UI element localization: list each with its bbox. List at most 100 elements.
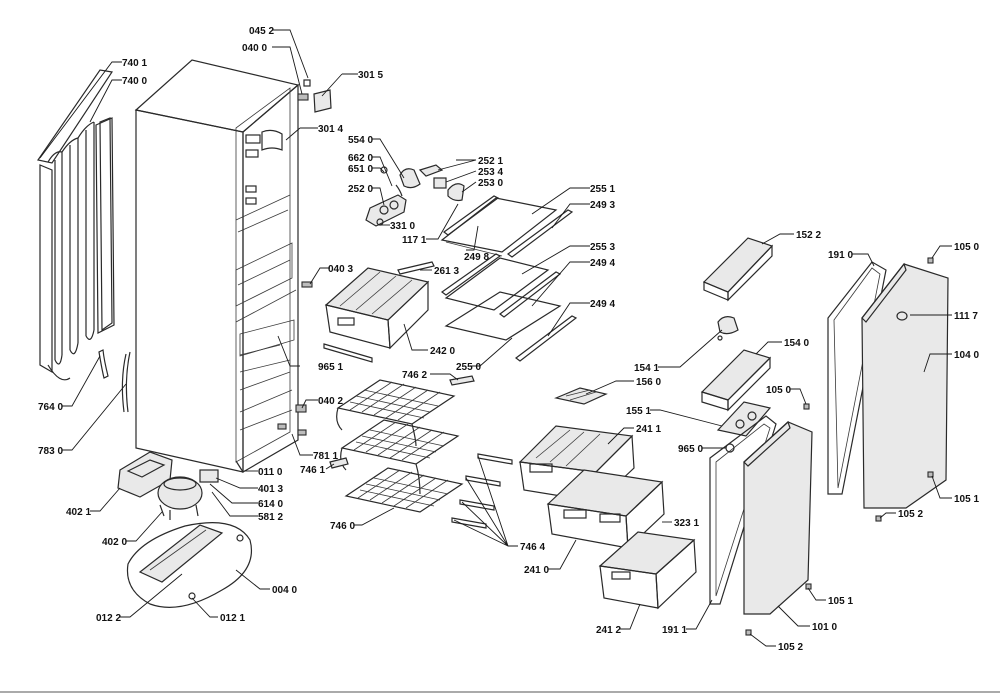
callout-1541: 154 1 — [634, 363, 659, 374]
compressor-4020 — [157, 476, 203, 520]
callout-2420: 242 0 — [430, 346, 455, 357]
hinge-middle — [295, 404, 307, 413]
callout-2553: 255 3 — [590, 242, 615, 253]
relay-4013 — [199, 469, 219, 483]
fridge-door-1040 — [861, 262, 949, 509]
callout-2494-upper: 249 4 — [590, 258, 615, 269]
trim-strip-9651 — [323, 343, 373, 363]
freezer-drawer-2410 — [546, 469, 665, 550]
egg-holder-1541 — [717, 316, 739, 335]
callout-6510: 651 0 — [348, 164, 373, 175]
callout-7464: 746 4 — [520, 542, 545, 553]
callout-2521: 252 1 — [478, 156, 503, 167]
callout-1117: 111 7 — [954, 311, 978, 322]
callout-1050-top: 105 0 — [954, 242, 979, 253]
callout-3014: 301 4 — [318, 124, 343, 135]
thermostat-assembly — [365, 166, 421, 227]
callout-1040: 104 0 — [954, 350, 979, 361]
base-plate-0040 — [126, 522, 252, 608]
callout-1910: 191 0 — [828, 250, 853, 261]
cover-3015 — [313, 89, 332, 113]
callout-0122: 012 2 — [96, 613, 121, 624]
foot-front — [277, 423, 307, 436]
callout-4013: 401 3 — [258, 484, 283, 495]
callout-2520: 252 0 — [348, 184, 373, 195]
callout-7811: 781 1 — [313, 451, 338, 462]
wire-clip-7462 — [449, 375, 475, 386]
callout-7640: 764 0 — [38, 402, 63, 413]
callout-2498: 249 8 — [464, 252, 489, 263]
callout-7400: 740 0 — [122, 76, 147, 87]
wire-basket-7460 — [336, 379, 464, 513]
callout-6620: 662 0 — [348, 153, 373, 164]
callout-4021: 402 1 — [66, 507, 91, 518]
callout-0452: 045 2 — [249, 26, 274, 37]
shelf-trim-2494a — [440, 253, 562, 318]
callout-3015: 301 5 — [358, 70, 383, 81]
callout-6140: 614 0 — [258, 499, 283, 510]
callout-2534: 253 4 — [478, 167, 503, 178]
callout-1522: 152 2 — [796, 230, 821, 241]
callout-9650: 965 0 — [678, 444, 703, 455]
glass-shelf-2550 — [444, 291, 562, 341]
leader-lines — [39, 29, 952, 647]
callout-1010: 101 0 — [812, 622, 837, 633]
callout-1560: 156 0 — [636, 377, 661, 388]
clip-0403 — [301, 281, 313, 288]
lamp-cover-2521 — [418, 164, 444, 177]
callout-7830: 783 0 — [38, 446, 63, 457]
shelf-trim-2498 — [442, 195, 500, 236]
callout-3310: 331 0 — [390, 221, 415, 232]
shelf-trim-2493 — [506, 209, 574, 258]
lamp-2530 — [447, 183, 465, 202]
callout-2551: 255 1 — [590, 184, 615, 195]
callout-4020: 402 0 — [102, 537, 127, 548]
callout-labels: 045 2 040 0 301 5 301 4 740 1 740 0 554 … — [38, 26, 979, 653]
ice-tray-1560 — [553, 387, 608, 405]
callout-1540: 154 0 — [784, 338, 809, 349]
callout-7461: 746 1 — [300, 465, 325, 476]
crisper-drawer-2420 — [324, 267, 430, 350]
callout-1051-bottom: 105 1 — [828, 596, 853, 607]
drawer-cover-2613 — [397, 261, 435, 275]
callout-0403: 040 3 — [328, 264, 353, 275]
freezer-shelf-1551 — [716, 401, 772, 437]
callout-2550: 255 0 — [456, 362, 481, 373]
door-shelf-1540 — [700, 349, 772, 412]
callout-1551: 155 1 — [626, 406, 651, 417]
drain-hose-7830 — [121, 351, 131, 413]
callout-1911: 191 1 — [662, 625, 687, 636]
callout-1051-right: 105 1 — [954, 494, 979, 505]
hinge-top — [297, 79, 311, 101]
callout-0121: 012 1 — [220, 613, 245, 624]
callout-0400: 040 0 — [242, 43, 267, 54]
callout-5540: 554 0 — [348, 135, 373, 146]
cabinet-body — [134, 59, 300, 474]
callout-2494-lower: 249 4 — [590, 299, 615, 310]
callout-7462: 746 2 — [402, 370, 427, 381]
callout-5812: 581 2 — [258, 512, 283, 523]
callout-2411: 241 1 — [636, 424, 661, 435]
callout-1171: 117 1 — [402, 235, 427, 246]
sealing-strip-7640 — [98, 349, 109, 379]
callout-2493: 249 3 — [590, 200, 615, 211]
callout-1050-mid: 105 0 — [766, 385, 791, 396]
switch-2534 — [433, 177, 447, 189]
freezer-drawer-2412 — [598, 531, 697, 610]
callout-9651: 965 1 — [318, 362, 343, 373]
callout-0402: 040 2 — [318, 396, 343, 407]
condenser-frame — [95, 117, 115, 334]
callout-2613: 261 3 — [434, 266, 459, 277]
callout-2412: 241 2 — [596, 625, 621, 636]
callout-0110: 011 0 — [258, 467, 283, 478]
shelf-trim-2494b — [515, 315, 578, 362]
rails-7464 — [451, 453, 513, 529]
callout-3231: 323 1 — [674, 518, 699, 529]
callout-1052-bottom: 105 2 — [778, 642, 803, 653]
callout-7460: 746 0 — [330, 521, 355, 532]
callout-7401: 740 1 — [122, 58, 147, 69]
callout-1052-right: 105 2 — [898, 509, 923, 520]
callout-0040: 004 0 — [272, 585, 297, 596]
hinge-pins — [717, 257, 934, 636]
